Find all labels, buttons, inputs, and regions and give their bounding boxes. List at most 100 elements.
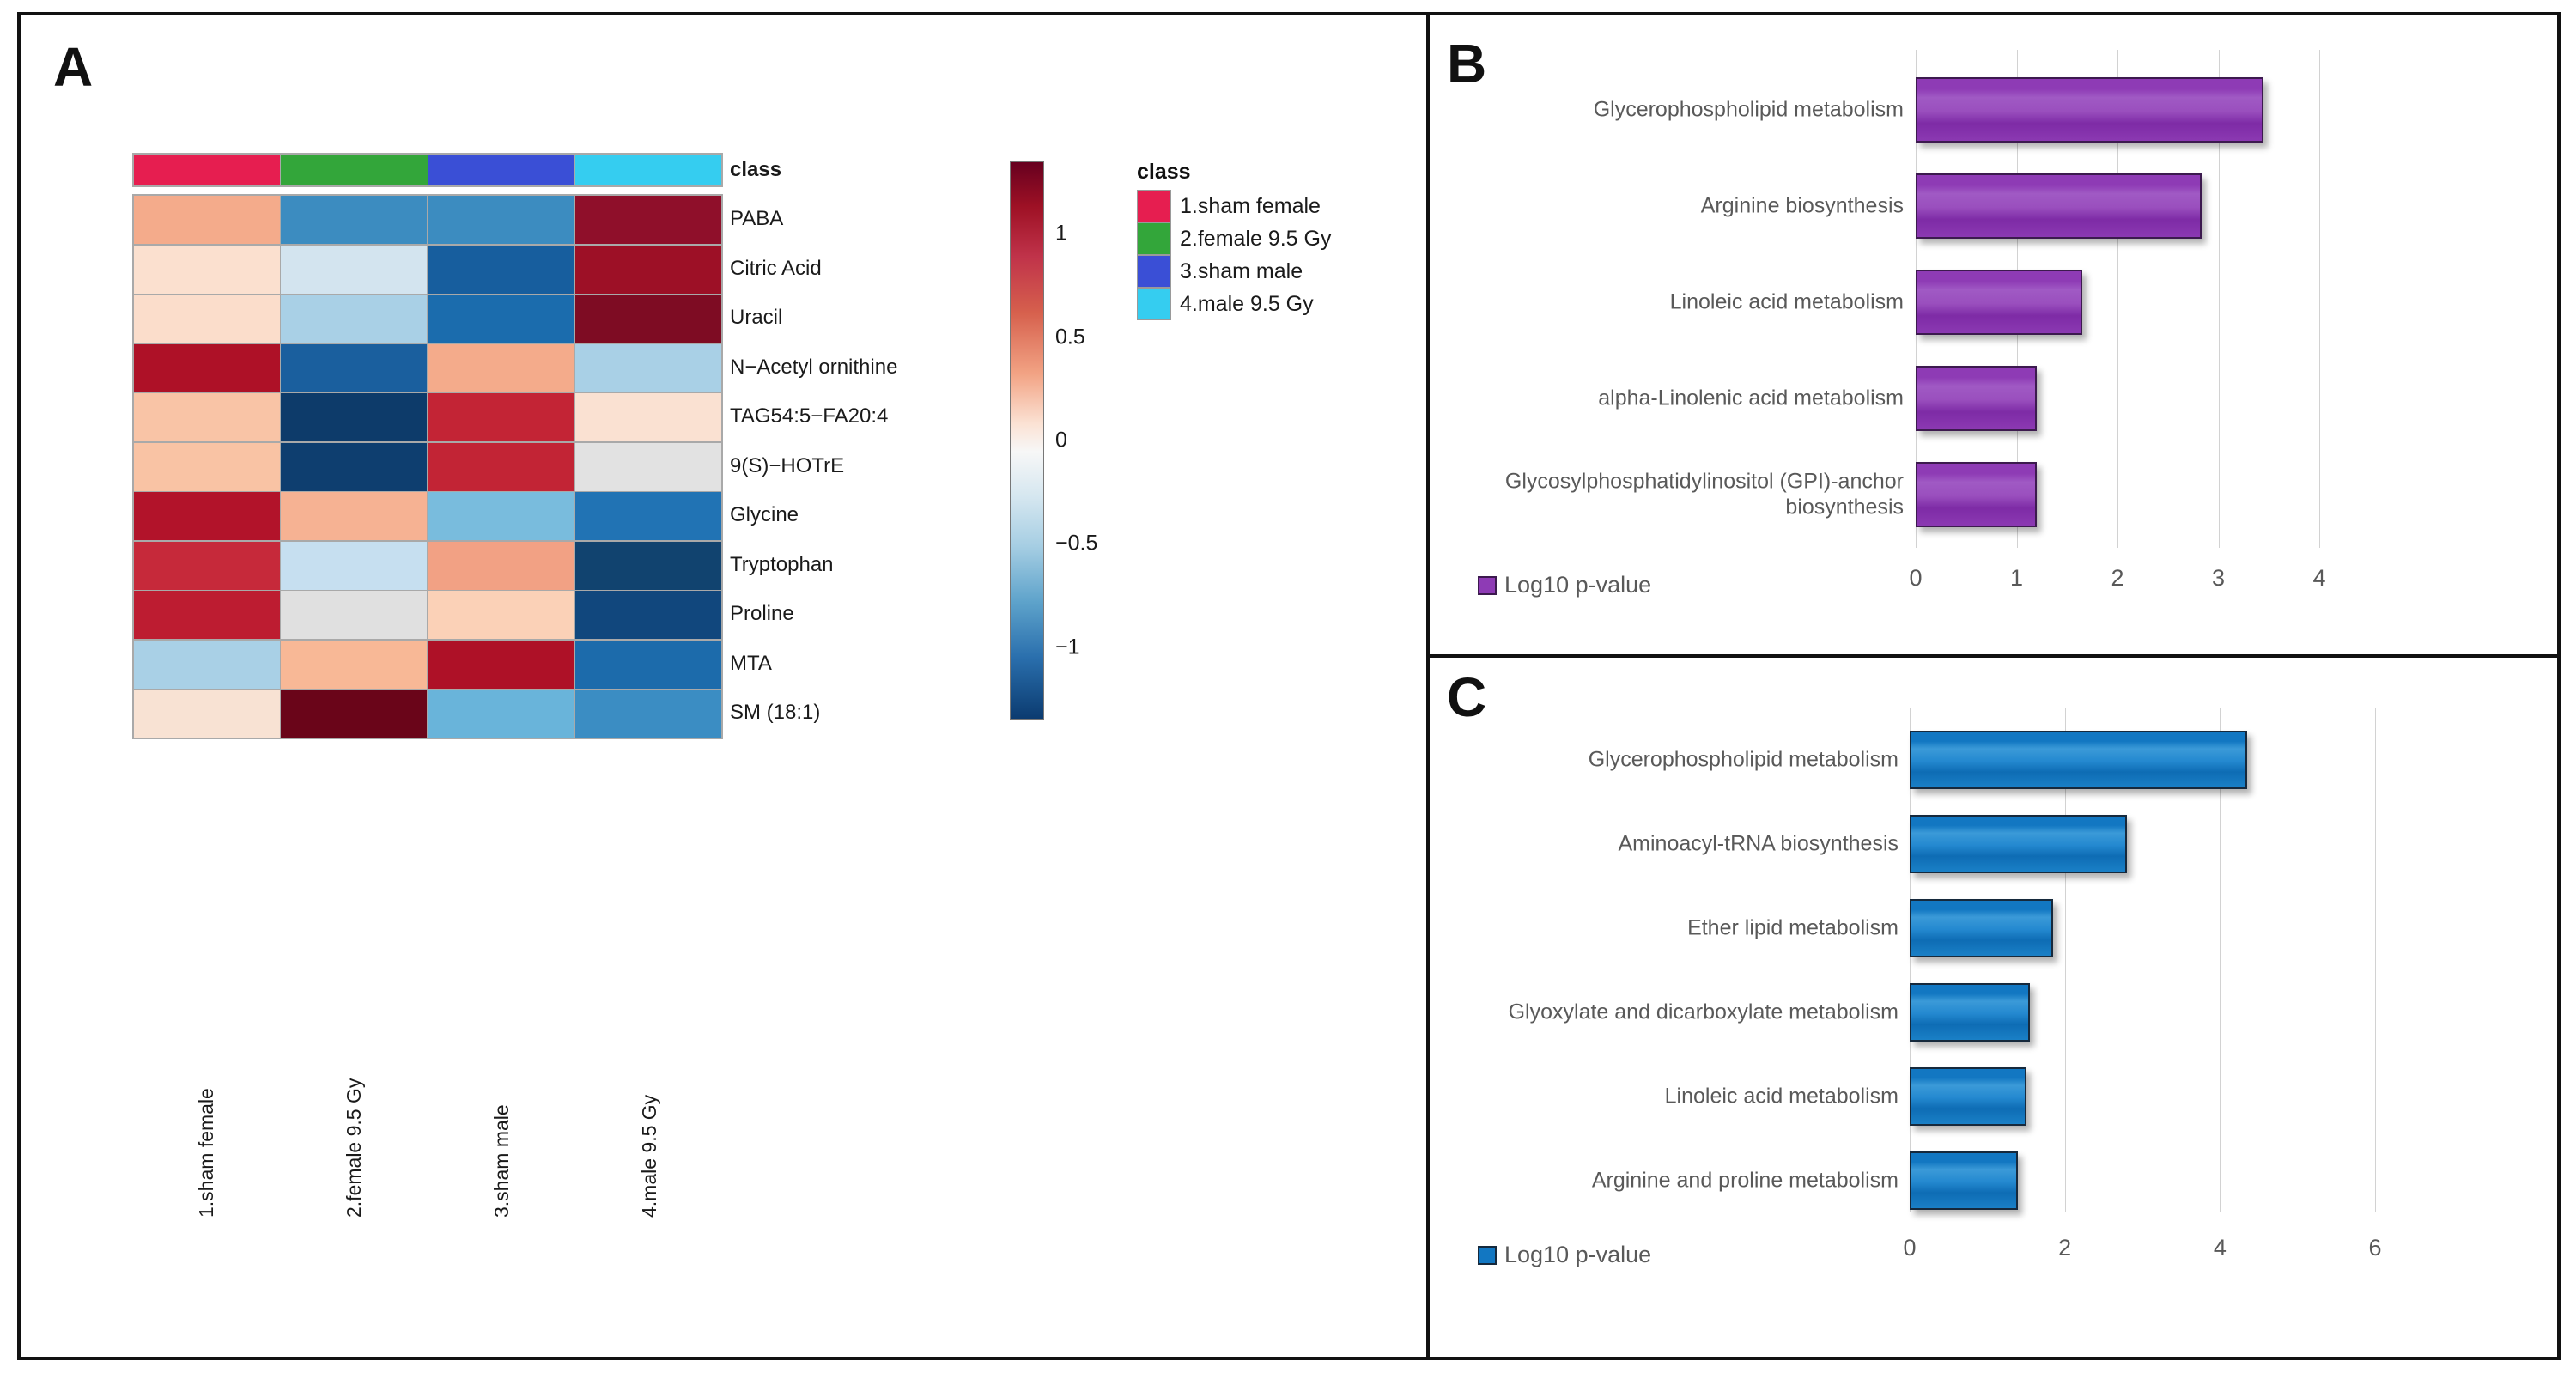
- heatmap-cell: [428, 492, 574, 540]
- gridline: [2218, 50, 2220, 548]
- bar[interactable]: [1910, 731, 2247, 789]
- heatmap-class-bar: [132, 153, 723, 187]
- heatmap-cell: [281, 295, 428, 343]
- heatmap-cell: [281, 591, 428, 639]
- x-axis-tick: 2: [2058, 1235, 2072, 1261]
- class-bar-segment-1: [134, 155, 282, 185]
- gridline: [2319, 50, 2320, 548]
- class-legend-swatch: [1137, 222, 1171, 255]
- bar[interactable]: [1910, 1067, 2026, 1126]
- heatmap-row-label: Citric Acid: [730, 256, 822, 280]
- heatmap-cell: [281, 492, 428, 540]
- heatmap-cell: [428, 640, 574, 689]
- colorbar-tick: 1: [1055, 221, 1067, 246]
- chart-legend: Log10 p-value: [1478, 1242, 1651, 1268]
- heatmap-cell: [281, 245, 428, 294]
- heatmap-cell: [281, 690, 428, 738]
- chart-legend: Log10 p-value: [1478, 572, 1651, 598]
- heatmap-cell: [428, 196, 574, 244]
- heatmap-cell: [575, 295, 721, 343]
- class-legend-swatch: [1137, 255, 1171, 288]
- heatmap-cell: [428, 343, 574, 392]
- class-legend-item: 2.female 9.5 Gy: [1137, 222, 1331, 255]
- heatmap-cell: [134, 541, 280, 590]
- chart-legend-swatch: [1478, 575, 1497, 595]
- heatmap-cell: [134, 591, 280, 639]
- heatmap-cell: [428, 541, 574, 590]
- bar[interactable]: [1916, 270, 2082, 336]
- heatmap-cell: [281, 541, 428, 590]
- heatmap-cell: [575, 343, 721, 392]
- heatmap-cell: [134, 343, 280, 392]
- heatmap-cell: [281, 393, 428, 441]
- heatmap-cell: [281, 196, 428, 244]
- heatmap-column-label: 2.female 9.5 Gy: [342, 1078, 365, 1218]
- heatmap-row-label: MTA: [730, 651, 772, 675]
- bar[interactable]: [1916, 77, 2264, 143]
- x-axis-tick: 0: [1909, 565, 1923, 591]
- heatmap-cell: [134, 640, 280, 689]
- x-axis-tick: 4: [2312, 565, 2326, 591]
- bar-category-label: Glycerophospholipid metabolism: [1588, 747, 1899, 772]
- heatmap-cell: [428, 245, 574, 294]
- colorbar-tick: 0: [1055, 428, 1067, 453]
- bar-category-label: Aminoacyl-tRNA biosynthesis: [1618, 831, 1899, 856]
- heatmap-cell: [575, 591, 721, 639]
- panel-vertical-divider: [1426, 15, 1430, 1357]
- heatmap-cell: [134, 196, 280, 244]
- class-legend-swatch: [1137, 288, 1171, 320]
- heatmap-row-label: Tryptophan: [730, 552, 834, 576]
- bar[interactable]: [1910, 983, 2031, 1042]
- chart-legend-label: Log10 p-value: [1504, 1242, 1652, 1267]
- heatmap-cell: [575, 640, 721, 689]
- gridline: [2117, 50, 2118, 548]
- heatmap-class-header-label: class: [730, 158, 782, 181]
- bar[interactable]: [1910, 1151, 2019, 1210]
- x-axis-tick: 2: [2111, 565, 2124, 591]
- class-legend-item: 4.male 9.5 Gy: [1137, 288, 1331, 320]
- heatmap-grid: [132, 194, 723, 739]
- heatmap-cell: [428, 690, 574, 738]
- heatmap-column-label: 3.sham male: [489, 1104, 513, 1218]
- class-bar-segment-4: [574, 155, 721, 185]
- bar-category-label: Glycosylphosphatidylinositol (GPI)-ancho…: [1504, 469, 1904, 519]
- bar[interactable]: [1910, 815, 2127, 873]
- heatmap-cell: [428, 591, 574, 639]
- bar-category-label: Arginine biosynthesis: [1700, 193, 1904, 218]
- colorbar-tick: −1: [1055, 635, 1080, 659]
- chart-legend-label: Log10 p-value: [1504, 572, 1652, 598]
- bar-category-label: Glyoxylate and dicarboxylate metabolism: [1508, 999, 1899, 1024]
- gridline: [1910, 708, 1911, 1212]
- heatmap: [132, 153, 723, 739]
- heatmap-cell: [134, 295, 280, 343]
- heatmap-cell: [575, 393, 721, 441]
- class-legend-item: 1.sham female: [1137, 190, 1331, 222]
- bar-category-label: Ether lipid metabolism: [1687, 915, 1899, 940]
- gridline: [2064, 708, 2066, 1212]
- bar[interactable]: [1916, 366, 2037, 432]
- class-legend-label: 4.male 9.5 Gy: [1180, 291, 1314, 316]
- heatmap-cell: [134, 492, 280, 540]
- bar-category-label: Linoleic acid metabolism: [1664, 1084, 1899, 1109]
- heatmap-row-label: Glycine: [730, 503, 799, 526]
- heatmap-colorbar: [1010, 161, 1044, 720]
- bar[interactable]: [1910, 899, 2054, 957]
- panel-a-letter: A: [53, 36, 94, 98]
- bar[interactable]: [1916, 462, 2037, 528]
- class-legend-label: 1.sham female: [1180, 193, 1321, 218]
- heatmap-cell: [575, 196, 721, 244]
- heatmap-row-label: Uracil: [730, 306, 783, 329]
- heatmap-cell: [281, 442, 428, 491]
- bar[interactable]: [1916, 173, 2202, 240]
- heatmap-cell: [575, 690, 721, 738]
- panel-c-letter: C: [1447, 666, 1487, 728]
- class-legend-swatch: [1137, 190, 1171, 222]
- gridline: [2375, 708, 2376, 1212]
- bar-category-label: Glycerophospholipid metabolism: [1593, 97, 1904, 122]
- class-legend-title: class: [1137, 160, 1191, 184]
